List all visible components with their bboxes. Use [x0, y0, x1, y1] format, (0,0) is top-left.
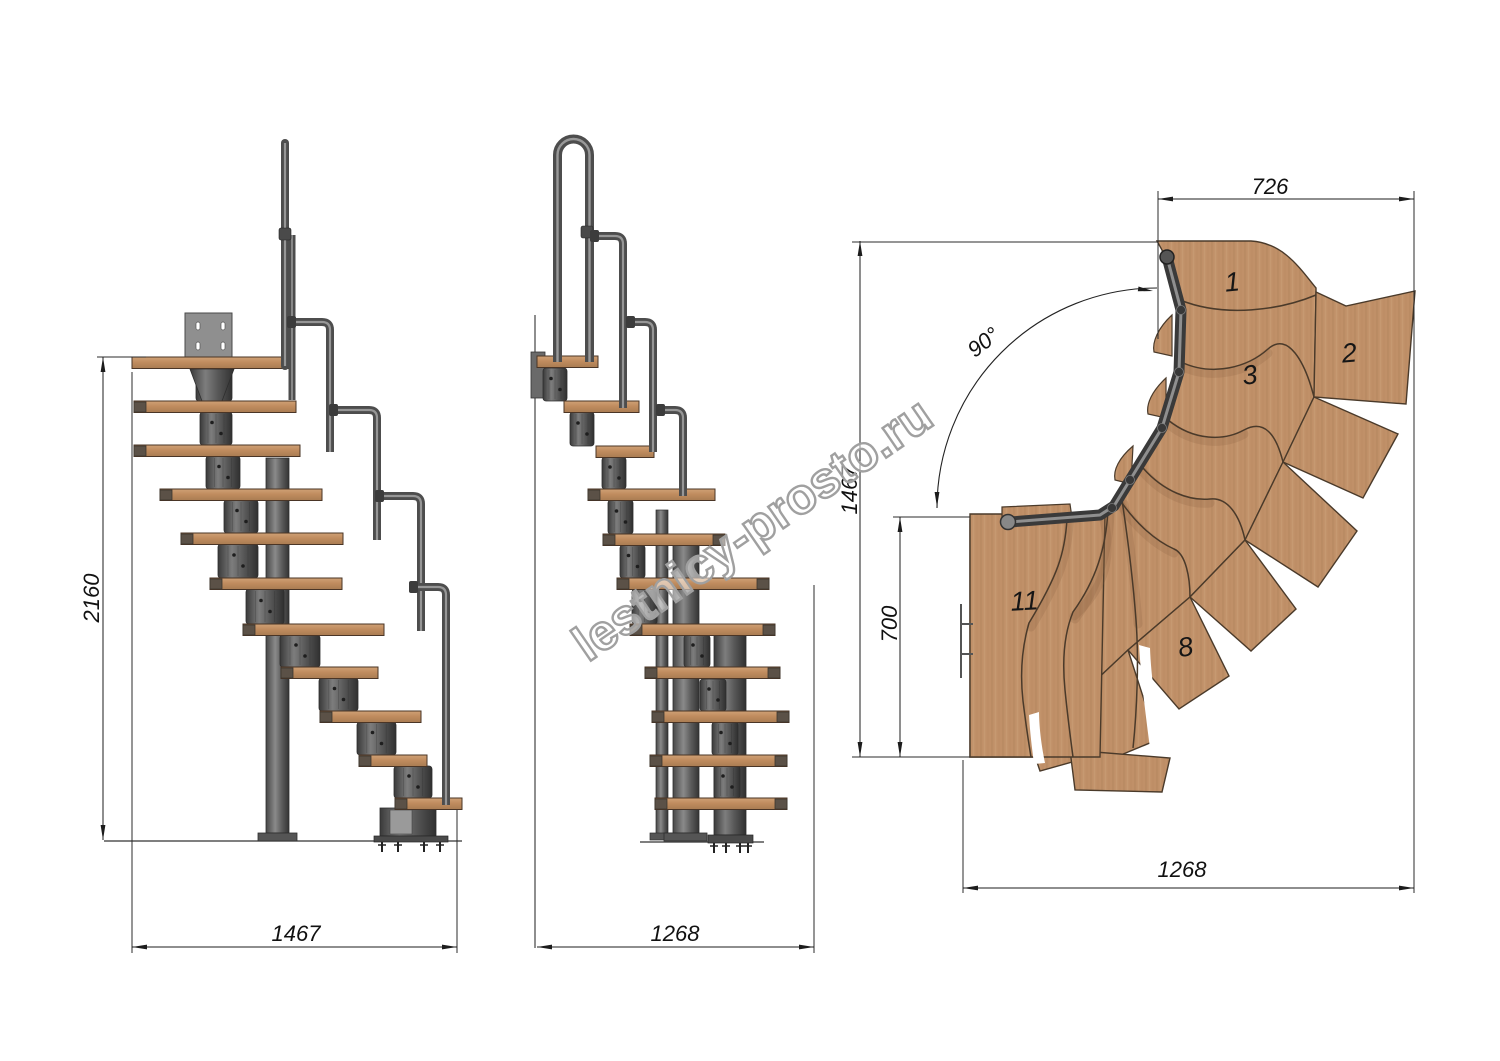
svg-text:1: 1 — [1223, 266, 1241, 297]
svg-text:3: 3 — [1240, 359, 1259, 391]
svg-text:1268: 1268 — [1158, 857, 1208, 882]
svg-text:726: 726 — [1252, 174, 1289, 199]
svg-text:8: 8 — [1175, 631, 1195, 663]
svg-text:1467: 1467 — [272, 921, 322, 946]
svg-text:11: 11 — [1010, 585, 1040, 616]
svg-text:700: 700 — [877, 605, 902, 642]
svg-text:1268: 1268 — [651, 921, 701, 946]
svg-text:1467: 1467 — [837, 465, 862, 515]
svg-text:2160: 2160 — [79, 573, 104, 624]
svg-text:2: 2 — [1339, 337, 1358, 368]
